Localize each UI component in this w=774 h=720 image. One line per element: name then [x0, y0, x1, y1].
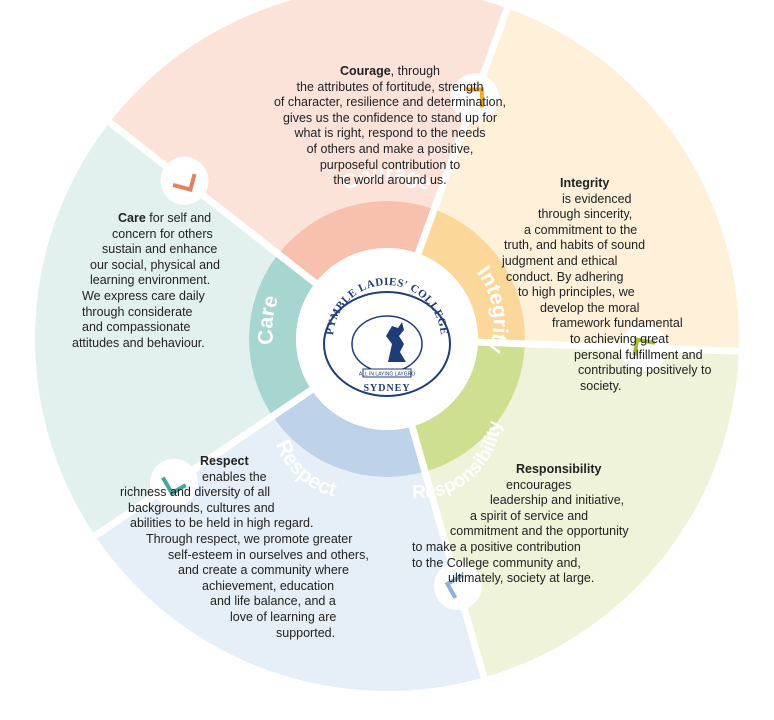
description-integrity-line: framework fundamental: [552, 316, 683, 331]
logo-banner-text: ALL IN LAYING LAYGRO: [359, 372, 415, 378]
logo-rampant-lion-icon: [386, 322, 406, 362]
college-crest-logo: PYMBLE LADIES' COLLEGE SYDNEY ALL IN LAY…: [323, 276, 451, 397]
segment-divider: [107, 119, 318, 286]
logo-banner: [362, 368, 412, 378]
description-integrity-line: to high principles, we: [518, 285, 635, 300]
label-band-responsibility: [412, 342, 525, 472]
chevron-badge-circle: [619, 323, 668, 372]
segment-divider: [408, 425, 488, 679]
description-responsibility-head: Responsibility: [516, 462, 602, 476]
description-integrity-line: contributing positively to: [578, 363, 712, 378]
outer-segment-care: [35, 122, 279, 536]
description-respect-line: backgrounds, cultures and: [128, 500, 275, 515]
description-care: Care for self and concern for others sus…: [72, 211, 272, 351]
description-care-line: attitudes and behaviour.: [72, 335, 205, 350]
description-courage-line: the world around us.: [333, 173, 447, 188]
description-respect-line: love of learning are: [230, 609, 337, 624]
chevron-badge-respect: [149, 458, 198, 507]
description-care-head: Care: [118, 211, 146, 225]
description-courage-line: what is right, respond to the needs: [294, 126, 486, 141]
description-courage-line: gives us the confidence to stand up for: [282, 110, 498, 125]
chevron-badge-responsibility: [433, 562, 482, 611]
description-integrity-line: is evidenced: [562, 191, 632, 206]
label-band-integrity: [418, 209, 525, 344]
description-courage-line: purposeful contribution to: [319, 157, 461, 172]
logo-inner-ring: [351, 315, 423, 373]
description-care-line: concern for others: [112, 226, 213, 241]
chevron-icon: [465, 87, 484, 108]
description-responsibility-line: ultimately, society at large.: [448, 571, 595, 586]
description-respect-line: abilities to be held in high regard.: [130, 516, 314, 531]
description-care-line: our social, physical and: [90, 257, 220, 272]
description-respect-line: and life balance, and a: [210, 594, 336, 609]
description-care-line: Care for self and: [118, 211, 212, 225]
description-responsibility-line: to make a positive contribution: [412, 539, 581, 554]
label-band-care: [248, 254, 316, 417]
description-integrity-line: to achieving great: [570, 331, 669, 346]
logo-bottom-text: SYDNEY: [363, 383, 410, 394]
description-responsibility-line: encourages: [506, 477, 572, 492]
description-integrity-line: develop the moral: [540, 300, 640, 315]
description-responsibility-line: a spirit of service and: [470, 508, 589, 523]
chevron-icon: [632, 337, 656, 356]
chevron-icon: [161, 476, 187, 496]
description-respect-line: richness and diversity of all: [120, 485, 271, 500]
description-respect-line: achievement, education: [202, 578, 335, 593]
description-integrity-line: through sincerity,: [538, 207, 633, 222]
description-integrity: Integrity is evidenced through sincerity…: [490, 176, 730, 394]
description-responsibility: Responsibility encourages leadership and…: [400, 462, 700, 587]
description-responsibility-line: to the College community and,: [412, 555, 581, 570]
chevron-badge-integrity: [619, 323, 668, 372]
label-band-respect: [272, 389, 426, 477]
segment-divider: [477, 338, 739, 355]
label-band-courage: [278, 201, 435, 283]
description-courage-line: the attributes of fortitude, strength: [296, 79, 484, 94]
chevron-badge-circle: [149, 458, 198, 507]
description-integrity-line: judgment and ethical: [502, 253, 618, 268]
description-responsibility-line: commitment and the opportunity: [450, 524, 629, 539]
description-integrity-line: truth, and habits of sound: [504, 238, 646, 253]
description-courage-head: Courage: [339, 64, 391, 78]
description-care-line: through considerate: [82, 304, 193, 319]
description-integrity-line: a commitment to the: [524, 222, 638, 237]
chevron-badge-circle: [160, 156, 209, 205]
description-courage: Courage, through the attributes of forti…: [240, 64, 540, 189]
segment-divider: [414, 7, 511, 255]
description-respect-line: and create a community where: [178, 563, 349, 578]
description-integrity-line: conduct. By adhering: [506, 269, 624, 284]
description-courage-line: Courage, through: [339, 64, 441, 78]
description-care-line: We express care daily: [82, 288, 205, 303]
description-respect-line: enables the: [202, 469, 267, 484]
outer-segment-responsibility: [425, 343, 739, 678]
description-care-line: and compassionate: [82, 320, 191, 335]
outer-segment-courage: [109, 0, 508, 255]
chevron-icon: [444, 573, 464, 599]
description-respect-line: Through respect, we promote greater: [146, 531, 353, 546]
chevron-badge-care: [160, 156, 209, 205]
chevron-badge-courage: [450, 73, 499, 122]
chevron-icon: [172, 173, 197, 193]
description-courage-line: of others and make a positive,: [306, 141, 474, 156]
description-courage-line: of character, resilience and determinati…: [273, 95, 507, 110]
outer-segment-integrity: [434, 8, 739, 352]
description-care-line: sustain and enhance: [102, 242, 218, 257]
description-integrity-line: society.: [580, 378, 622, 393]
chevron-badge-circle: [450, 73, 499, 122]
description-respect: Respect enables the richness and diversi…: [90, 454, 390, 641]
segment-divider: [93, 386, 314, 539]
description-responsibility-line: leadership and initiative,: [490, 493, 625, 508]
description-respect-line: self-esteem in ourselves and others,: [168, 547, 369, 562]
description-respect-line: supported.: [276, 625, 336, 640]
chevron-badge-circle: [433, 562, 482, 611]
description-integrity-head: Integrity: [560, 176, 610, 190]
description-integrity-line: personal fulfillment and: [574, 347, 703, 362]
description-care-line: learning environment.: [90, 273, 211, 288]
description-respect-head: Respect: [200, 454, 249, 468]
